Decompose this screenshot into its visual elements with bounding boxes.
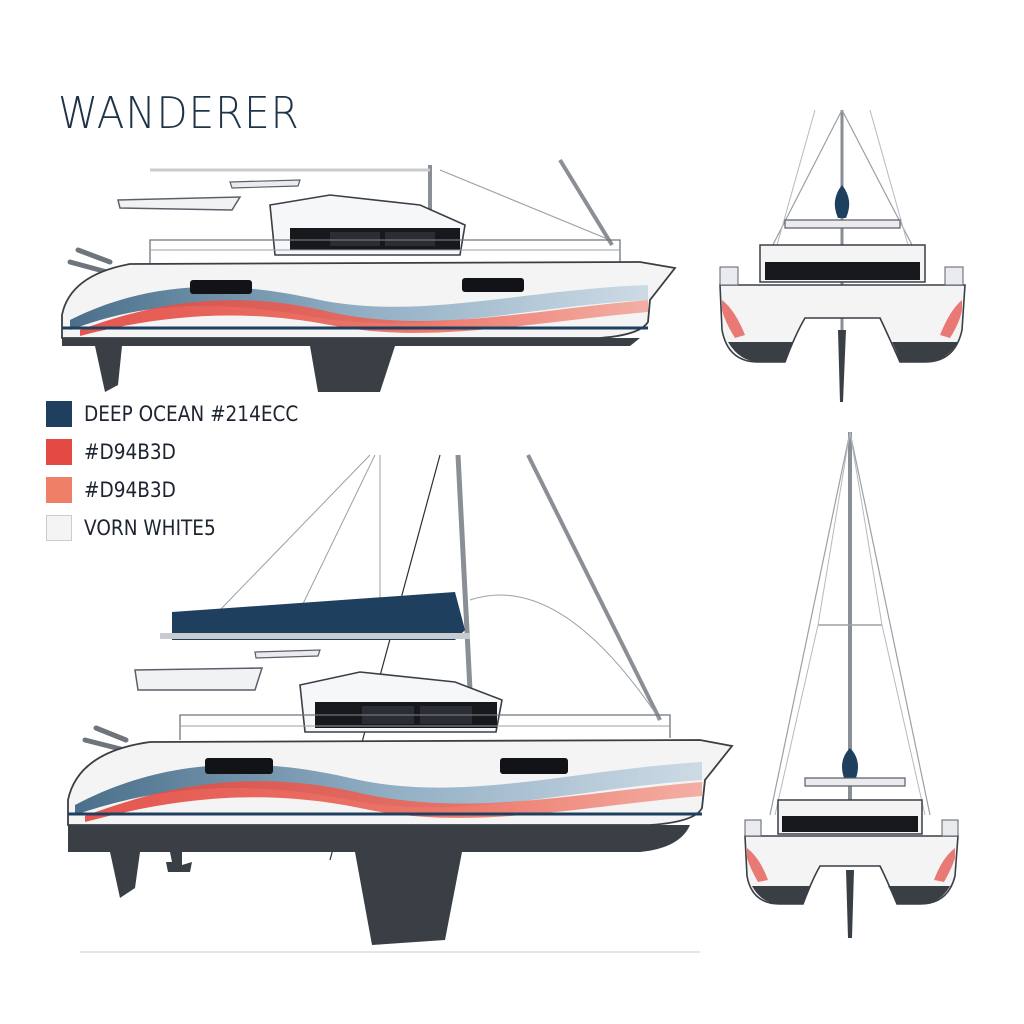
legend-label: #D94B3D — [84, 440, 176, 464]
side-profile-top — [61, 158, 677, 392]
legend-label: #D94B3D — [84, 478, 176, 502]
color-legend: DEEP OCEAN #214ECC #D94B3D #D94B3D VORN … — [46, 400, 346, 552]
legend-item-coral: #D94B3D — [46, 438, 346, 466]
legend-label: VORN WHITE5 — [84, 516, 216, 540]
stern-view-bottom — [744, 431, 959, 938]
stern-view-top — [719, 109, 966, 402]
legend-item-salmon: #D94B3D — [46, 476, 346, 504]
legend-label: DEEP OCEAN #214ECC — [84, 402, 299, 426]
swatch-coral — [46, 439, 72, 465]
legend-item-white: VORN WHITE5 — [46, 514, 346, 542]
side-profile-bottom — [67, 454, 734, 953]
legend-item-deep-ocean: DEEP OCEAN #214ECC — [46, 400, 346, 428]
swatch-deep-ocean — [46, 401, 72, 427]
design-title: WANDERER — [58, 88, 300, 139]
swatch-white — [46, 515, 72, 541]
swatch-salmon — [46, 477, 72, 503]
